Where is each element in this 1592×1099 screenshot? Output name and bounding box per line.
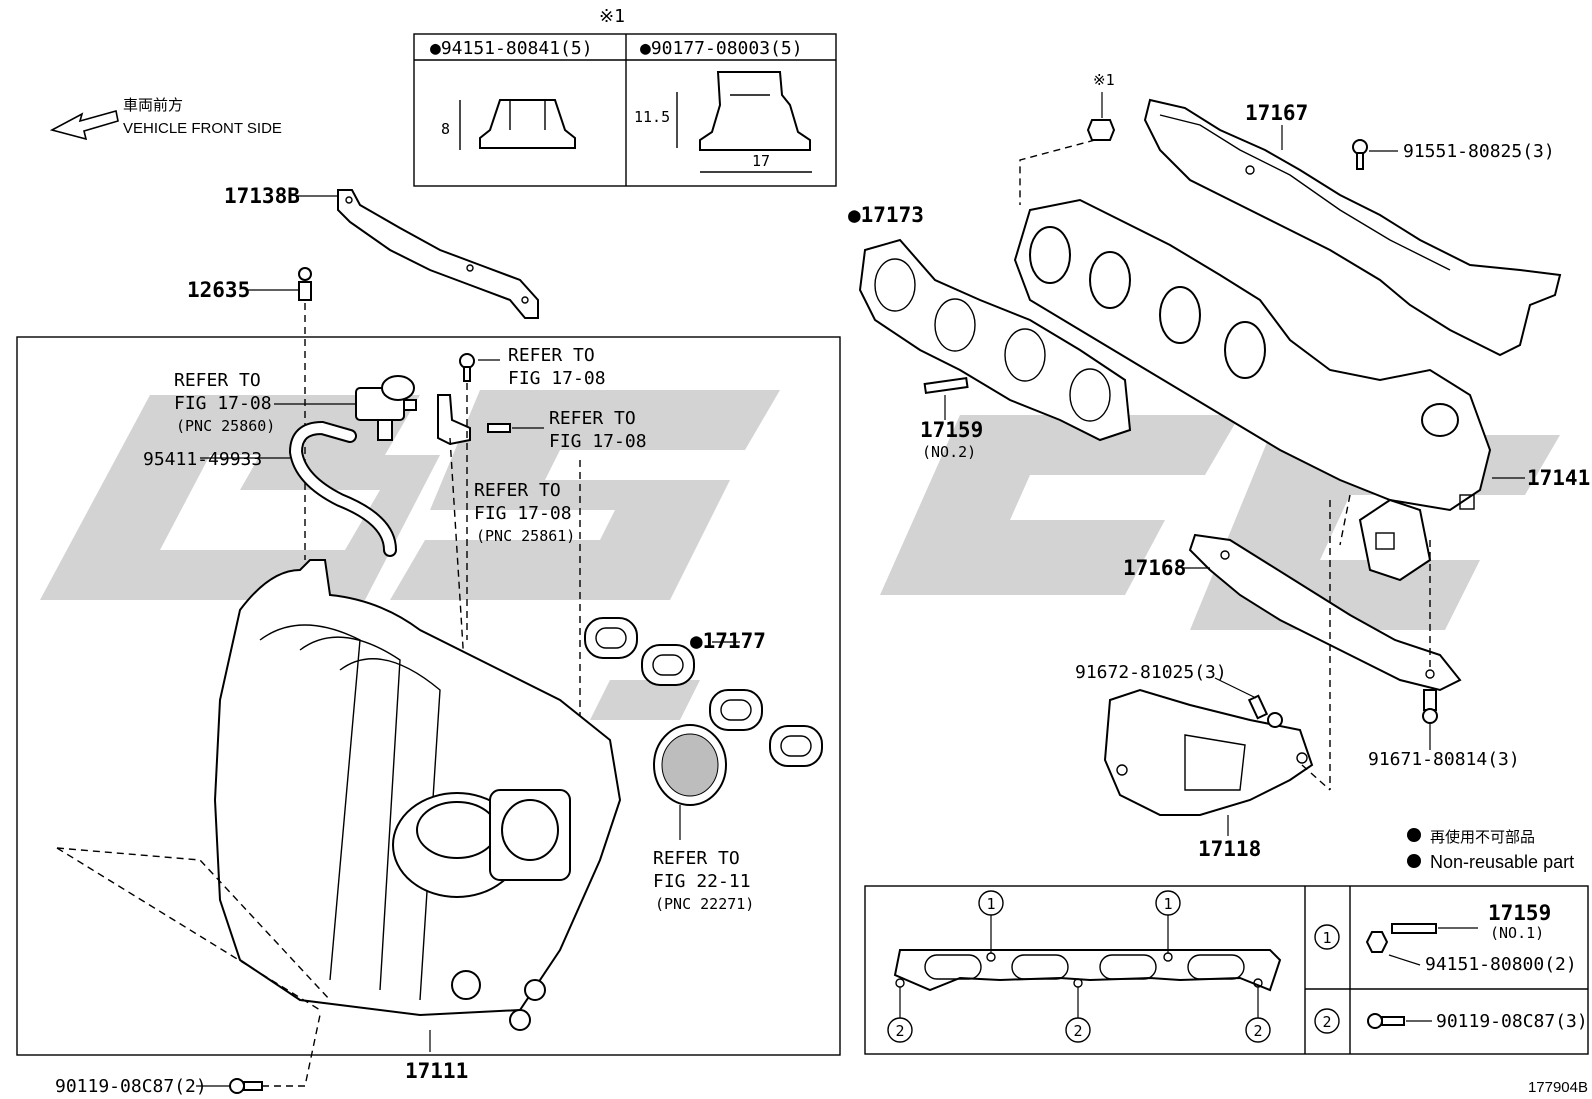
front-arrow-icon [49, 109, 119, 141]
refer-25861-line2: FIG 17-08 [474, 503, 572, 524]
gasket-bolt-inset: 1 1 2 2 2 1 2 [864, 885, 1589, 1055]
bolt-91672 [1214, 677, 1283, 728]
refer-22271-line3: (PNC 22271) [655, 895, 754, 913]
heat-insulator-17167 [1143, 98, 1562, 357]
callout-91672: 91672-81025(3) [1075, 662, 1227, 683]
refer-25861-line1: REFER TO [474, 480, 561, 501]
bracket-vsv [437, 394, 544, 446]
inset-circle-2c: 2 [1253, 1022, 1262, 1040]
refer-25861-line3: (PNC 25861) [476, 527, 575, 545]
legend-jp: 再使用不可部品 [1430, 829, 1535, 846]
legend-en: Non-reusable part [1430, 852, 1574, 872]
front-label-jp: 車両前方 [123, 97, 183, 114]
insulator-17168 [1182, 533, 1462, 692]
refer-a-line1: REFER TO [508, 345, 595, 366]
bracket-17118 [1103, 688, 1314, 836]
gasket-17177 [584, 617, 823, 767]
exhaust-manifold [1013, 198, 1492, 582]
refer-a-line2: FIG 17-08 [508, 368, 606, 389]
inset-key-1: 1 [1322, 929, 1331, 947]
callout-17141: 17141 [1527, 466, 1590, 490]
nut-right-header: ●90177-08003(5) [640, 38, 803, 59]
callout-17159-no2-sub: (NO.2) [922, 443, 976, 461]
figure-id: 177904B [1528, 1079, 1588, 1096]
nut-left-dim: 8 [441, 120, 450, 138]
callout-91671: 91671-80814(3) [1368, 749, 1520, 770]
stud-17159-no2 [923, 376, 969, 420]
refer-22271-line2: FIG 22-11 [653, 871, 751, 892]
callout-17118: 17118 [1198, 837, 1261, 861]
front-label-en: VEHICLE FRONT SIDE [123, 120, 282, 137]
inset-callout-17159: 17159 [1488, 901, 1551, 925]
bolt-91551 [1352, 139, 1398, 170]
callout-17138b: 17138B [224, 184, 300, 208]
nut-icon [1086, 119, 1116, 141]
bolt-90119-left [196, 1014, 321, 1094]
nut-right-dim-w: 17 [752, 152, 770, 170]
inset-callout-17159-sub: (NO.1) [1490, 924, 1544, 942]
inset-key-2: 2 [1322, 1013, 1331, 1031]
intake-group-frame [16, 336, 841, 1056]
inset-circle-2a: 2 [895, 1022, 904, 1040]
callout-17173: ●17173 [848, 203, 924, 227]
inset-circle-1b: 1 [1163, 895, 1172, 913]
callout-17111: 17111 [405, 1059, 468, 1083]
refer-25860-line3: (PNC 25860) [176, 417, 275, 435]
nut-table-marker: ※1 [599, 6, 625, 27]
nut-right-dim-h: 11.5 [634, 108, 670, 126]
vehicle-front-indicator: 車両前方 VEHICLE FRONT SIDE [49, 97, 282, 141]
intake-manifold-17111 [213, 559, 622, 1031]
bolt-refer-a [459, 353, 500, 382]
gasket-17173 [858, 238, 1132, 442]
callout-12635: 12635 [187, 278, 250, 302]
callout-95411: 95411-49933 [143, 449, 262, 470]
nut-marker: ※1 [1093, 71, 1115, 89]
legend: 再使用不可部品 Non-reusable part [1407, 828, 1574, 872]
bullet-icon [1407, 828, 1421, 842]
part-12635: 12635 [187, 267, 312, 302]
inset-callout-90119: 90119-08C87(3) [1436, 1011, 1588, 1032]
nut-left-header: ●94151-80841(5) [430, 38, 593, 59]
refer-b-line2: FIG 17-08 [549, 431, 647, 452]
bolt-91671 [1422, 689, 1438, 750]
callout-91551: 91551-80825(3) [1403, 141, 1555, 162]
bullet-icon [1407, 854, 1421, 868]
part-17138b: 17138B [224, 184, 539, 319]
refer-25860-line1: REFER TO [174, 370, 261, 391]
callout-17167: 17167 [1245, 101, 1308, 125]
inset-callout-94151: 94151-80800(2) [1425, 954, 1577, 975]
inset-circle-2b: 2 [1073, 1022, 1082, 1040]
throttle-gasket [653, 724, 727, 840]
callout-17177: ●17177 [690, 629, 766, 653]
vsv-valve [355, 375, 417, 441]
nut-spec-table: ※1 ●94151-80841(5) ●90177-08003(5) 8 11.… [413, 6, 837, 187]
callout-90119-left: 90119-08C87(2) [55, 1076, 207, 1097]
inset-circle-1a: 1 [986, 895, 995, 913]
callout-17168: 17168 [1123, 556, 1186, 580]
refer-22271-line1: REFER TO [653, 848, 740, 869]
callout-17159-no2: 17159 [920, 418, 983, 442]
refer-25860-line2: FIG 17-08 [174, 393, 272, 414]
refer-b-line1: REFER TO [549, 408, 636, 429]
